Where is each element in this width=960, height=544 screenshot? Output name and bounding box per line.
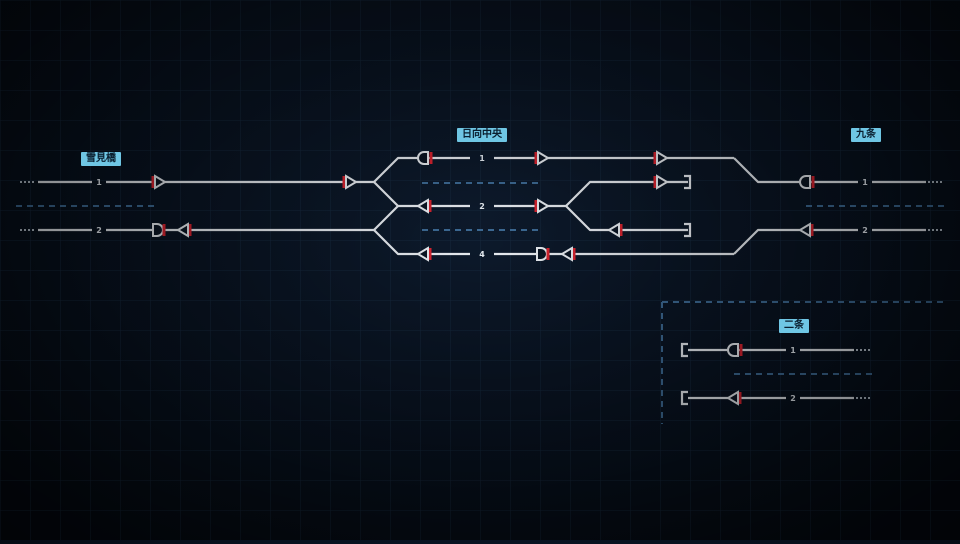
station-label-yukimibashi: 雪見橋 — [81, 152, 121, 166]
station-label-kujo: 九条 — [851, 128, 881, 142]
station-label-hyuga-chuo: 日向中央 — [457, 128, 507, 142]
station-label-nijo: 二条 — [779, 319, 809, 333]
